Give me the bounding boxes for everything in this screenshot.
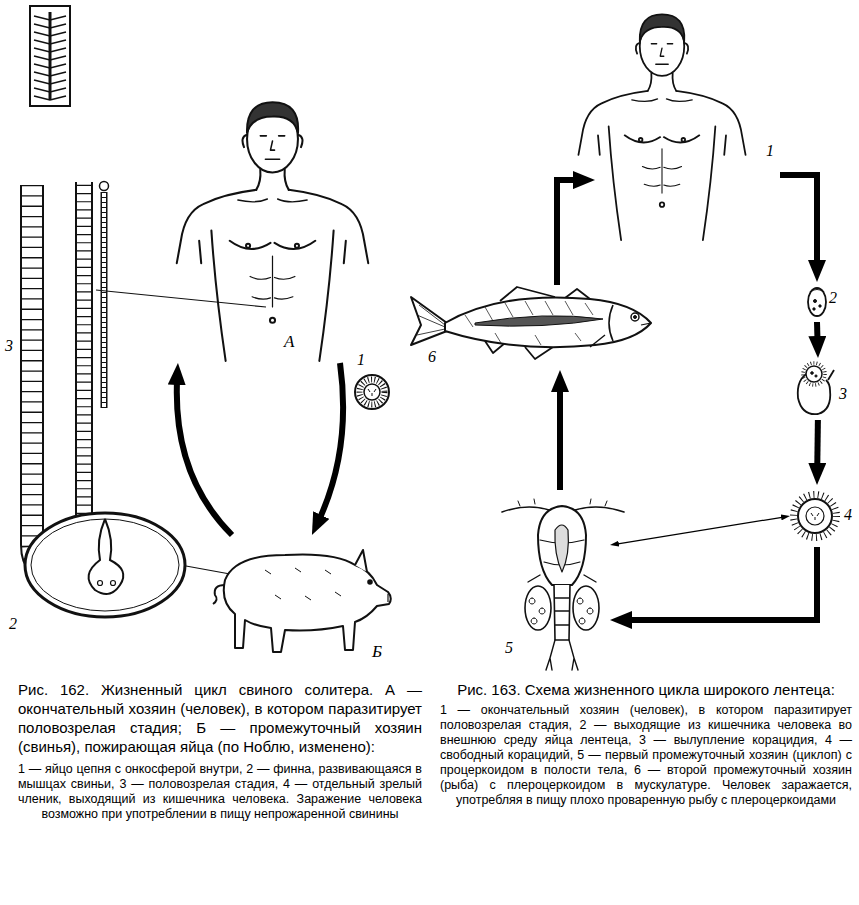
label-holder: 1 — окончательный хозяин (человек), в ко… xyxy=(440,703,852,808)
label-holder: 1 xyxy=(356,352,366,368)
stage-node: 6 xyxy=(405,285,655,370)
callout-number: Б xyxy=(371,643,383,660)
stage-node: А xyxy=(165,88,380,363)
callout-number: 3 xyxy=(838,386,848,402)
cycle-arrow xyxy=(780,175,817,268)
stage-node: 4 xyxy=(790,485,855,547)
cycle-arrow xyxy=(177,377,232,535)
callout-number: 2 xyxy=(828,290,838,306)
cycle-arrow xyxy=(814,322,821,344)
free-coracidium xyxy=(794,495,837,538)
callout-number: 6 xyxy=(427,349,437,365)
human-figure xyxy=(578,14,745,240)
label-holder: 1 — яйцо цепня с онкосферой внутри, 2 — … xyxy=(18,762,422,822)
label-holder: Рис. 163. Схема жизненного цикла широког… xyxy=(440,680,852,699)
cycle-arrow xyxy=(557,180,581,285)
label-holder: Рис. 162. Жизненный цикл свиного солитер… xyxy=(18,680,422,756)
stage-node: Б xyxy=(205,535,390,670)
stage-node: 2 xyxy=(797,282,841,322)
egg-oncosphere xyxy=(355,375,389,409)
leader-line xyxy=(96,290,266,307)
tapeworm-strobila xyxy=(30,6,109,572)
stage-node: 3 xyxy=(788,358,850,420)
cysticercus xyxy=(25,513,185,617)
cycle-arrow xyxy=(557,384,563,490)
cycle-arrow xyxy=(814,420,821,471)
callout-number: 5 xyxy=(504,640,514,656)
callout-number: 3 xyxy=(4,338,14,354)
caption-legend: 1 — яйцо цепня с онкосферой внутри, 2 — … xyxy=(18,762,422,822)
pig-figure xyxy=(213,550,391,652)
cycle-arrow xyxy=(318,363,343,522)
hatching-coracidium xyxy=(798,363,834,414)
human-figure xyxy=(177,102,368,361)
pointer-line xyxy=(615,517,785,545)
label-holder: 2 xyxy=(8,616,18,632)
figure-caption: Рис. 163. Схема жизненного цикла широког… xyxy=(440,680,852,699)
callout-number: 1 xyxy=(765,143,775,159)
callout-number: 1 xyxy=(356,352,366,368)
callout-number: А xyxy=(283,333,295,350)
connector-group xyxy=(177,175,818,620)
cyclops-figure xyxy=(502,499,624,670)
label-holder: 3 xyxy=(4,338,14,354)
callout-number: 2 xyxy=(8,616,18,632)
figure-caption: Рис. 162. Жизненный цикл свиного солитер… xyxy=(18,680,422,756)
stage-node: 1 xyxy=(595,5,780,240)
caption-legend: 1 — окончательный хозяин (человек), в ко… xyxy=(440,703,852,808)
fish-figure xyxy=(411,287,651,359)
callout-number: 4 xyxy=(843,507,853,523)
stage-node: 5 xyxy=(500,490,610,670)
cycle-arrow xyxy=(624,547,817,620)
egg-figure xyxy=(808,288,826,316)
